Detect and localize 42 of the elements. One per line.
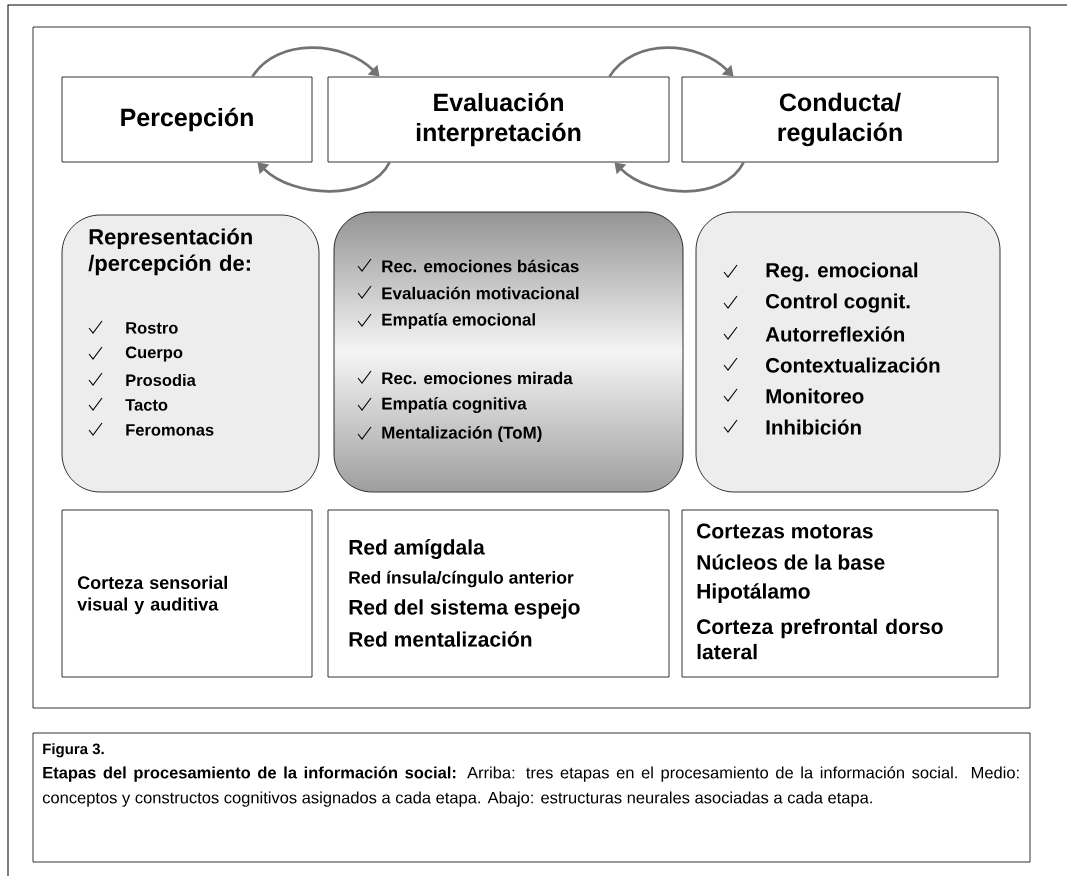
list-item: Núcleos de la base: [697, 554, 885, 570]
list-item: Red ínsula/cíngulo anterior: [349, 570, 574, 588]
figure-title: Figura 3.: [43, 743, 104, 758]
list-item: Hipotálamo: [697, 583, 810, 603]
concept-panel: [695, 211, 1001, 493]
curved-arrow: [251, 46, 380, 78]
list-item: Tacto: [125, 399, 168, 411]
stage-box: Conducta/ regulación: [681, 76, 999, 163]
structure-box: [681, 509, 999, 678]
list-item: Prosodia: [126, 373, 196, 387]
list-item: Autorreflexión: [765, 326, 905, 342]
list-item: Inhibición: [766, 419, 861, 435]
concept-panel: [333, 211, 684, 493]
list-item: Monitoreo: [766, 388, 864, 404]
list-item: Reg. emocional: [766, 262, 918, 282]
structure-box: [327, 509, 670, 678]
curved-arrow: [614, 161, 745, 193]
curved-arrow: [257, 161, 391, 193]
list-item: Cuerpo: [125, 346, 183, 362]
heading: Representación /percepción de:: [88, 228, 252, 276]
list-item: Red mentalización: [349, 631, 532, 647]
list-item: Corteza prefrontal dorso lateral: [697, 618, 943, 660]
list-item: Rostro: [126, 322, 178, 334]
caption-text: Etapas del procesamiento de la información social: Arriba: tres etapas en el procesamiento de la información social. Medio: conceptos y constructos cognitivos asignados a cada etapa. Abajo: estructuras neurales asociadas a cada etapa.: [42, 766, 1019, 807]
stage-box: Evaluación interpretación: [327, 76, 670, 163]
concept-panel: [61, 214, 320, 493]
structure-box: [61, 509, 313, 678]
stage-box: Percepción: [61, 76, 313, 163]
list-item: Cortezas motoras: [697, 523, 873, 539]
list-item: Contextualización: [766, 357, 940, 373]
list-item: Corteza sensorial visual y auditiva: [77, 575, 227, 615]
list-item: Feromonas: [126, 424, 214, 436]
list-item: Control cognit.: [766, 293, 910, 313]
list-item: Empatía cognitiva: [382, 396, 527, 414]
list-item: Evaluación motivacional: [382, 286, 579, 300]
list-item: Red amígdala: [349, 539, 485, 559]
list-item: Mentalización (ToM): [382, 426, 542, 442]
list-item: Rec. emociones básicas: [382, 259, 579, 273]
list-item: Empatía emocional: [382, 313, 535, 329]
curved-arrow: [608, 46, 734, 78]
list-item: Red del sistema espejo: [349, 599, 580, 619]
list-item: Rec. emociones mirada: [382, 371, 573, 385]
